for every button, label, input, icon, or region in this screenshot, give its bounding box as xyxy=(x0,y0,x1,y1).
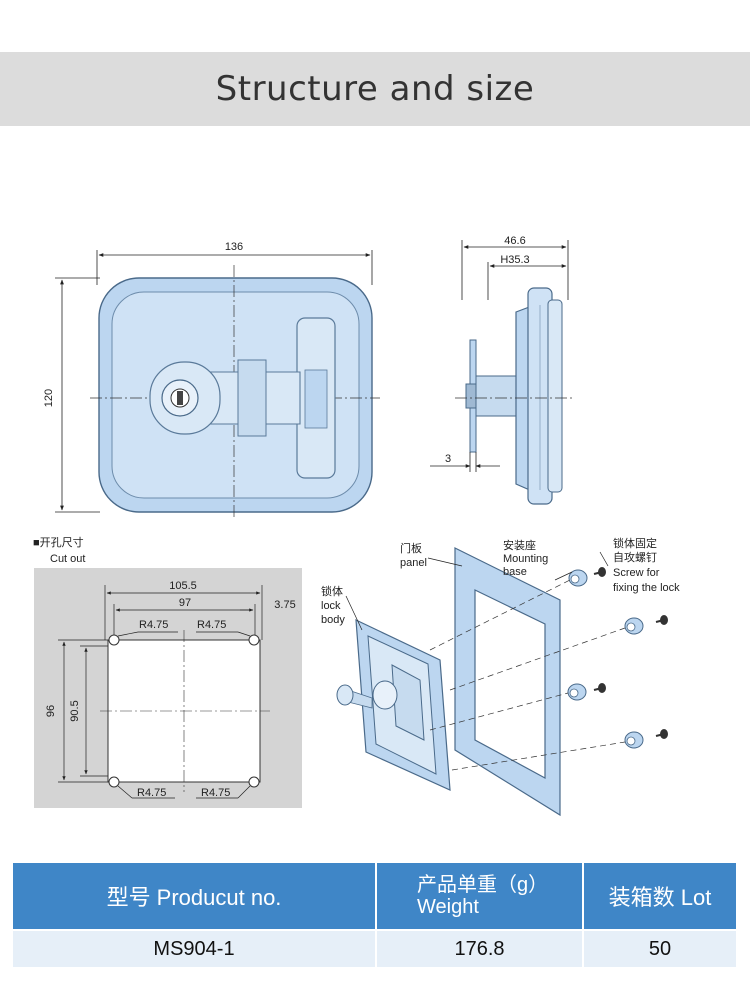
screw-1 xyxy=(593,567,606,577)
label-screw-en2: fixing the lock xyxy=(613,582,680,594)
mounting-base-1 xyxy=(568,569,588,587)
header-weight-cn: 产品单重（g） xyxy=(417,874,549,896)
cutout-heading-cn: ■开孔尺寸 xyxy=(33,535,84,549)
page-title: Structure and size xyxy=(215,69,535,109)
table-header-row: 型号 Producut no. 产品单重（g） Weight 装箱数 Lot xyxy=(13,863,736,930)
radius-top-left: R4.75 xyxy=(139,619,168,631)
header-model: 型号 Producut no. xyxy=(13,863,377,930)
label-base-cn: 安装座 xyxy=(503,538,536,552)
technical-drawing: 136 120 46.6 H35.3 xyxy=(33,235,680,817)
radius-bottom-right: R4.75 xyxy=(201,787,230,799)
mounting-base-4 xyxy=(624,731,644,749)
table-row: MS904-1 176.8 50 xyxy=(13,929,736,967)
label-base-en1: Mounting xyxy=(503,553,548,565)
radius-top-right: R4.75 xyxy=(197,619,226,631)
label-body-en1: lock xyxy=(321,600,341,612)
dim-front-width: 136 xyxy=(225,241,243,253)
header-weight-en: Weight xyxy=(417,896,479,918)
mounting-base-2 xyxy=(624,617,644,635)
label-body-en2: body xyxy=(321,614,345,626)
dim-cutout-outer-height: 96 xyxy=(45,705,57,717)
exploded-view: 门板 panel 安装座 Mounting base 锁体固定 自攻螺钉 Scr… xyxy=(321,536,680,817)
label-screw-en1: Screw for xyxy=(613,567,660,579)
cutout-heading-en: Cut out xyxy=(50,553,85,565)
label-screw-cn2: 自攻螺钉 xyxy=(613,550,657,564)
label-body-cn: 锁体 xyxy=(321,584,343,598)
dim-cutout-offset: 3.75 xyxy=(274,599,295,611)
label-base-en2: base xyxy=(503,566,527,578)
dim-cutout-inner-width: 97 xyxy=(179,597,191,609)
screw-3 xyxy=(593,683,606,693)
cell-weight: 176.8 xyxy=(376,929,584,967)
screw-4 xyxy=(655,729,668,739)
cell-lot: 50 xyxy=(583,929,736,967)
dim-cutout-outer-width: 105.5 xyxy=(169,580,197,592)
cutout-view: ■开孔尺寸 Cut out 105.5 97 3.75 96 90.5 xyxy=(33,535,302,808)
dim-side-panel: 3 xyxy=(445,453,451,465)
dim-side-inner-depth: H35.3 xyxy=(500,254,529,266)
label-panel-en: panel xyxy=(400,557,427,569)
header-weight: 产品单重（g） Weight xyxy=(376,863,584,930)
dim-cutout-inner-height: 90.5 xyxy=(69,700,81,721)
screw-2 xyxy=(655,615,668,625)
radius-bottom-left: R4.75 xyxy=(137,787,166,799)
mounting-base-3 xyxy=(567,683,587,701)
header-lot: 装箱数 Lot xyxy=(583,863,736,930)
label-panel-cn: 门板 xyxy=(400,541,422,555)
cell-model: MS904-1 xyxy=(13,929,377,967)
dim-front-height: 120 xyxy=(43,389,55,407)
header-band xyxy=(0,52,750,126)
dim-side-depth: 46.6 xyxy=(504,235,525,247)
spec-table: 型号 Producut no. 产品单重（g） Weight 装箱数 Lot M… xyxy=(13,863,736,967)
label-screw-cn1: 锁体固定 xyxy=(613,536,657,550)
front-view: 136 120 xyxy=(43,241,380,520)
side-view: 46.6 H35.3 3 xyxy=(430,235,575,505)
